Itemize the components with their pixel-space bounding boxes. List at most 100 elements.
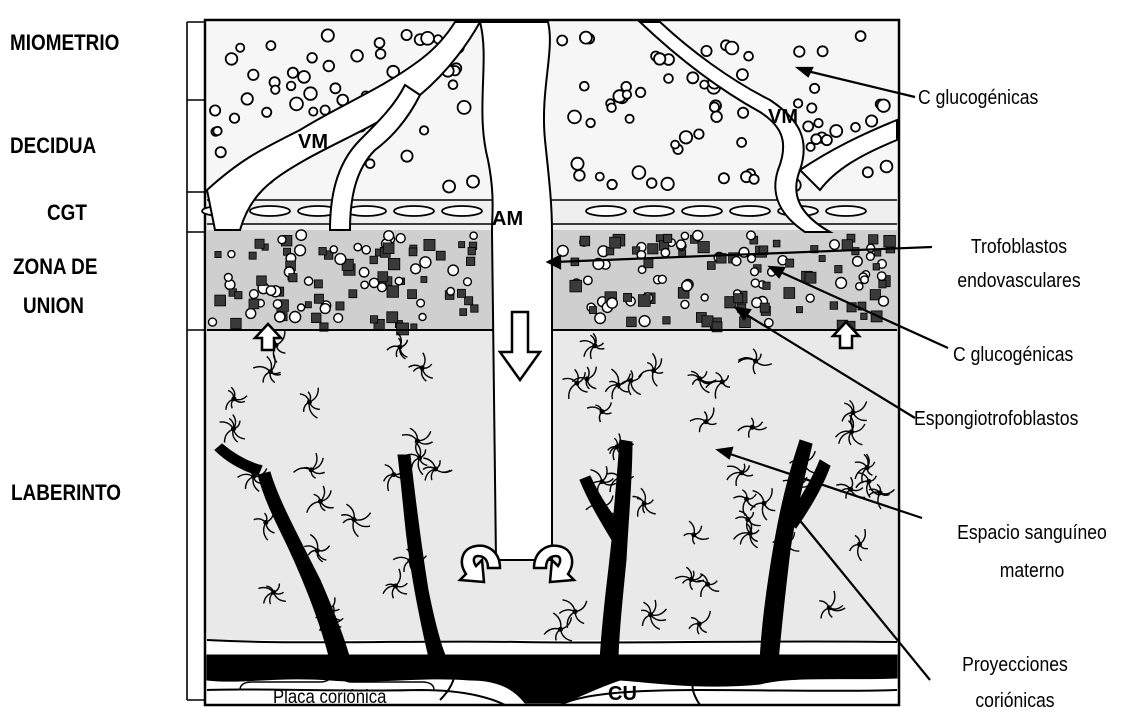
labyrinth-cluster-core — [614, 445, 619, 450]
annotation-espacio-line1: Espacio sanguíneo — [935, 522, 1129, 545]
junction-glycogen-cell — [584, 276, 592, 284]
junction-glycogen-cell — [420, 257, 431, 268]
glycogen-cell — [557, 36, 567, 46]
annotation-espongiotrofoblastos: Espongiotrofoblastos — [914, 408, 1078, 431]
glycogen-cell — [807, 103, 816, 112]
junction-glycogen-cell — [639, 316, 650, 327]
glycogen-cell — [213, 127, 221, 135]
glycogen-cell — [351, 50, 363, 62]
junction-glycogen-cell — [273, 300, 282, 309]
labyrinth-cluster-core — [315, 548, 320, 553]
glycogen-cell — [750, 175, 759, 184]
layer-label-zona-line2: UNION — [23, 293, 84, 319]
spongiotrophoblast-cell — [873, 264, 879, 270]
labyrinth-cluster-core — [651, 368, 656, 373]
labyrinth-cluster-core — [417, 455, 422, 460]
spongiotrophoblast-cell — [289, 274, 297, 282]
glycogen-cell — [803, 121, 813, 131]
labyrinth-cluster-core — [697, 376, 702, 381]
glycogen-cell — [818, 46, 828, 56]
labyrinth-cluster-core — [268, 369, 273, 374]
spongiotrophoblast-cell — [644, 259, 653, 268]
giant-trophoblast-cell — [394, 206, 434, 216]
junction-glycogen-cell — [320, 304, 330, 314]
junction-glycogen-cell — [464, 278, 472, 286]
spongiotrophoblast-cell — [388, 258, 399, 269]
labyrinth-cluster-core — [271, 590, 276, 595]
labyrinth-cluster-core — [878, 490, 883, 495]
junction-glycogen-cell — [658, 275, 666, 283]
junction-glycogen-cell — [747, 231, 756, 240]
glycogen-cell — [671, 141, 679, 149]
labyrinth-cluster-core — [307, 400, 312, 405]
junction-glycogen-cell — [305, 277, 313, 285]
spongiotrophoblast-cell — [312, 313, 322, 323]
junction-glycogen-cell — [853, 257, 863, 267]
spongiotrophoblast-cell — [835, 266, 842, 273]
giant-trophoblast-cell — [250, 206, 290, 216]
junction-glycogen-cell — [732, 257, 741, 266]
labyrinth-cluster-core — [420, 365, 425, 370]
glycogen-cell — [324, 61, 335, 72]
labyrinth-cluster-core — [398, 345, 403, 350]
glycogen-cell — [401, 151, 412, 162]
junction-glycogen-cell — [361, 281, 368, 288]
glycogen-cell — [737, 69, 748, 80]
spongiotrophoblast-cell — [465, 297, 473, 305]
junction-glycogen-cell — [861, 276, 869, 284]
glycogen-cell — [262, 108, 271, 117]
labyrinth-cluster-core — [391, 472, 396, 477]
junction-glycogen-cell — [681, 300, 689, 308]
junction-glycogen-cell — [693, 231, 703, 241]
junction-glycogen-cell — [228, 251, 235, 258]
glycogen-cell — [694, 129, 703, 138]
junction-glycogen-cell — [278, 236, 286, 244]
spongiotrophoblast-cell — [784, 288, 795, 299]
glycogen-cell — [810, 84, 819, 93]
junction-glycogen-cell — [395, 277, 403, 285]
spongiotrophoblast-cell — [819, 256, 825, 262]
glycogen-cell — [794, 46, 804, 56]
labyrinth-cluster-core — [762, 501, 767, 506]
glycogen-cell — [330, 83, 340, 93]
junction-glycogen-cell — [751, 279, 759, 287]
glycogen-cell — [288, 68, 298, 78]
spongiotrophoblast-cell — [664, 234, 672, 242]
labyrinth-cluster-core — [720, 379, 725, 384]
junction-glycogen-cell — [224, 274, 232, 282]
spongiotrophoblast-cell — [648, 244, 658, 254]
spongiotrophoblast-cell — [805, 272, 816, 283]
annotation-c-glucogenicas-mid: C glucogénicas — [953, 344, 1073, 367]
spongiotrophoblast-cell — [702, 316, 713, 327]
annotation-espacio-line2: materno — [935, 560, 1129, 583]
glycogen-cell — [856, 31, 866, 41]
label-vm-right: VM — [768, 106, 798, 129]
glycogen-cell — [307, 53, 317, 63]
label-vm-left: VM — [298, 131, 328, 154]
spongiotrophoblast-cell — [830, 302, 838, 310]
glycogen-cell — [458, 101, 471, 114]
junction-glycogen-cell — [362, 246, 370, 254]
labyrinth-cluster-core — [231, 396, 236, 401]
glycogen-cell — [376, 49, 386, 59]
glycogen-cell — [710, 103, 719, 112]
glycogen-cell — [574, 170, 585, 181]
junction-glycogen-cell — [354, 243, 361, 250]
layer-label-decidua: DECIDUA — [10, 133, 96, 159]
labyrinth-cluster-core — [750, 425, 755, 430]
glycogen-cell — [467, 176, 479, 188]
giant-trophoblast-cell — [586, 206, 626, 216]
annotation-c-glucogenicas-top: C glucogénicas — [918, 87, 1038, 110]
junction-glycogen-cell — [417, 299, 425, 307]
labyrinth-cluster-core — [231, 427, 236, 432]
labyrinth-cluster-core — [600, 409, 605, 414]
glycogen-cell — [304, 87, 317, 100]
spongiotrophoblast-cell — [466, 257, 474, 265]
junction-glycogen-cell — [335, 254, 346, 265]
labyrinth-cluster-core — [393, 584, 398, 589]
spongiotrophoblast-cell — [305, 302, 311, 308]
spongiotrophoblast-cell — [879, 281, 886, 288]
glycogen-cell — [375, 38, 385, 48]
labyrinth-cluster-core — [584, 377, 589, 382]
